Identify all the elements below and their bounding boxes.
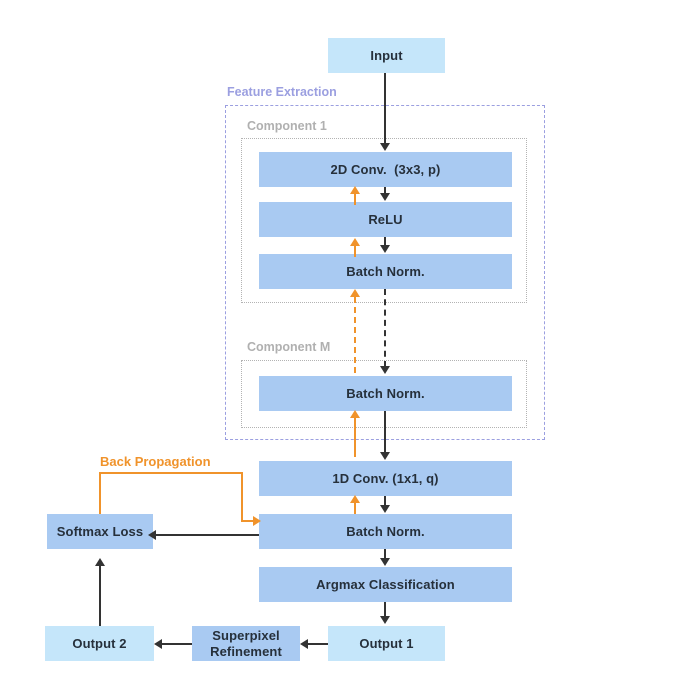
edge-conv1d-to-batchnormfinal (384, 496, 386, 506)
arrowhead-relu-to-batchnorm1 (380, 245, 390, 253)
node-batch-norm-component-m[interactable]: Batch Norm. (259, 376, 512, 411)
edge-backprop-conv1d-to-batchnormm (354, 417, 356, 457)
edge-argmax-to-output1 (384, 602, 386, 618)
arrowhead-conv1d-to-batchnormfinal (380, 505, 390, 513)
edge-backprop-into-batchnorm (241, 520, 255, 522)
arrowhead-backprop-into-batchnorm (253, 516, 261, 526)
node-batch-norm-final[interactable]: Batch Norm. (259, 514, 512, 549)
edge-batchnormm-to-conv1d (384, 411, 386, 454)
group-label-feature-extraction: Feature Extraction (227, 85, 337, 99)
node-softmax-loss[interactable]: Softmax Loss (47, 514, 153, 549)
node-batch-norm-component-1[interactable]: Batch Norm. (259, 254, 512, 289)
edge-output1-to-superpixel (308, 643, 328, 645)
arrowhead-backprop-conv1d-to-batchnormm (350, 410, 360, 418)
arrowhead-backprop-relu-to-conv2d (350, 186, 360, 194)
arrowhead-repeat-components (380, 366, 390, 374)
node-argmax-classification[interactable]: Argmax Classification (259, 567, 512, 602)
arrowhead-output1-to-superpixel (300, 639, 308, 649)
arrowhead-batchnormfinal-to-argmax (380, 558, 390, 566)
node-input[interactable]: Input (328, 38, 445, 73)
edge-relu-to-batchnorm1 (384, 237, 386, 246)
edge-repeat-components-dashed (384, 289, 386, 367)
label-back-propagation: Back Propagation (100, 454, 211, 469)
arrowhead-superpixel-to-output2 (154, 639, 162, 649)
arrowhead-backprop-batchnormfinal-to-conv1d (350, 495, 360, 503)
edge-backprop-relu-to-conv2d (354, 193, 356, 205)
edge-backprop-repeat-dashed (354, 297, 356, 373)
edge-backprop-batchnorm1-to-relu (354, 245, 356, 257)
node-1d-conv[interactable]: 1D Conv. (1x1, q) (259, 461, 512, 496)
edge-conv2d-to-relu (384, 187, 386, 194)
arrowhead-batchnormfinal-to-softmaxloss (148, 530, 156, 540)
arrowhead-backprop-batchnorm1-to-relu (350, 238, 360, 246)
edge-superpixel-to-output2 (162, 643, 192, 645)
arrowhead-argmax-to-output1 (380, 616, 390, 624)
edge-input-to-conv2d (384, 73, 386, 144)
arrowhead-output2-to-softmaxloss (95, 558, 105, 566)
node-output-1[interactable]: Output 1 (328, 626, 445, 661)
edge-backprop-batchnormfinal-to-conv1d (354, 502, 356, 514)
group-label-component-1: Component 1 (247, 119, 327, 133)
edge-batchnormfinal-to-softmaxloss (153, 534, 259, 536)
edge-backprop-riser (99, 472, 101, 514)
node-relu[interactable]: ReLU (259, 202, 512, 237)
node-output-2[interactable]: Output 2 (45, 626, 154, 661)
arrowhead-batchnormm-to-conv1d (380, 452, 390, 460)
arrowhead-conv2d-to-relu (380, 193, 390, 201)
edge-backprop-drop (241, 472, 243, 521)
edge-output2-to-softmaxloss (99, 566, 101, 626)
arrowhead-input-to-conv2d (380, 143, 390, 151)
node-2d-conv[interactable]: 2D Conv. (3x3, p) (259, 152, 512, 187)
edge-batchnormfinal-to-argmax (384, 549, 386, 559)
node-superpixel-refinement[interactable]: Superpixel Refinement (192, 626, 300, 661)
group-label-component-m: Component M (247, 340, 331, 354)
arrowhead-backprop-repeat (350, 289, 360, 297)
edge-backprop-horizontal (99, 472, 243, 474)
